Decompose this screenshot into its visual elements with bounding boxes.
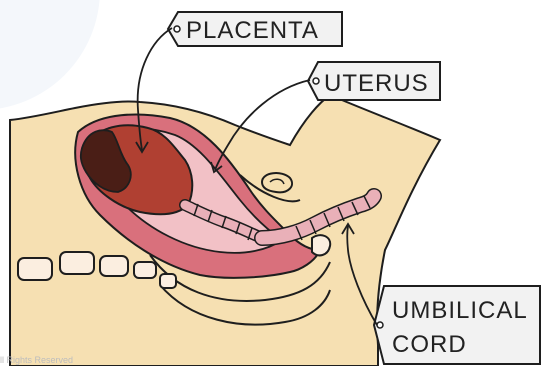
umbilical-label-line2: CORD [392, 331, 467, 358]
umbilical-label-line1: UMBILICAL [392, 297, 528, 324]
uterus-label: UTERUS [324, 70, 429, 97]
placenta-label-tag: PLACENTA [168, 12, 342, 46]
copyright-text: ll Rights Reserved [0, 355, 73, 365]
tag-hole [174, 26, 180, 32]
vertebra-4 [134, 262, 156, 278]
vertebra-1 [18, 258, 52, 280]
umbilical-cord-label-tag: UMBILICAL CORD [374, 286, 540, 364]
vertebra-3 [100, 256, 128, 276]
tag-hole [313, 78, 319, 84]
placenta-label: PLACENTA [186, 17, 319, 44]
uterus-label-tag: UTERUS [308, 62, 440, 100]
small-organ [262, 173, 292, 192]
pubic-bone [312, 235, 330, 255]
vertebra-5 [160, 274, 176, 288]
tag-hole [377, 322, 383, 328]
vertebra-2 [60, 252, 94, 274]
background-circle [0, 0, 100, 110]
